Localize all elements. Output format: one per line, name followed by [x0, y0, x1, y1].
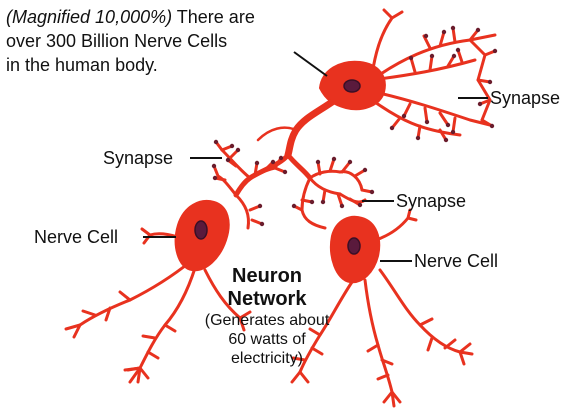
synapse-label-left: Synapse [103, 148, 173, 169]
nerve-cell-label-left: Nerve Cell [34, 227, 118, 248]
nerve-cell-label-right: Nerve Cell [414, 251, 498, 272]
caption-leader-line [294, 52, 327, 76]
neuron-network-sub-line-1: (Generates about [192, 311, 342, 330]
neuron-network-sub-line-3: electricity) [192, 349, 342, 368]
neuron-network-sub-line-2: 60 watts of [192, 330, 342, 349]
neuron-network-block: Neuron Network (Generates about 60 watts… [192, 265, 342, 368]
neuron-network-title-line-2: Network [192, 288, 342, 311]
synapse-label-right: Synapse [490, 88, 560, 109]
synapse-label-middle: Synapse [396, 191, 466, 212]
right-cell-nucleus [348, 238, 360, 254]
left-cell-nucleus [195, 221, 207, 239]
axon-split-right [288, 155, 310, 178]
top-cell-nucleus [344, 80, 360, 92]
neuron-network-title-line-1: Neuron [192, 265, 342, 288]
top-axon [288, 100, 335, 155]
